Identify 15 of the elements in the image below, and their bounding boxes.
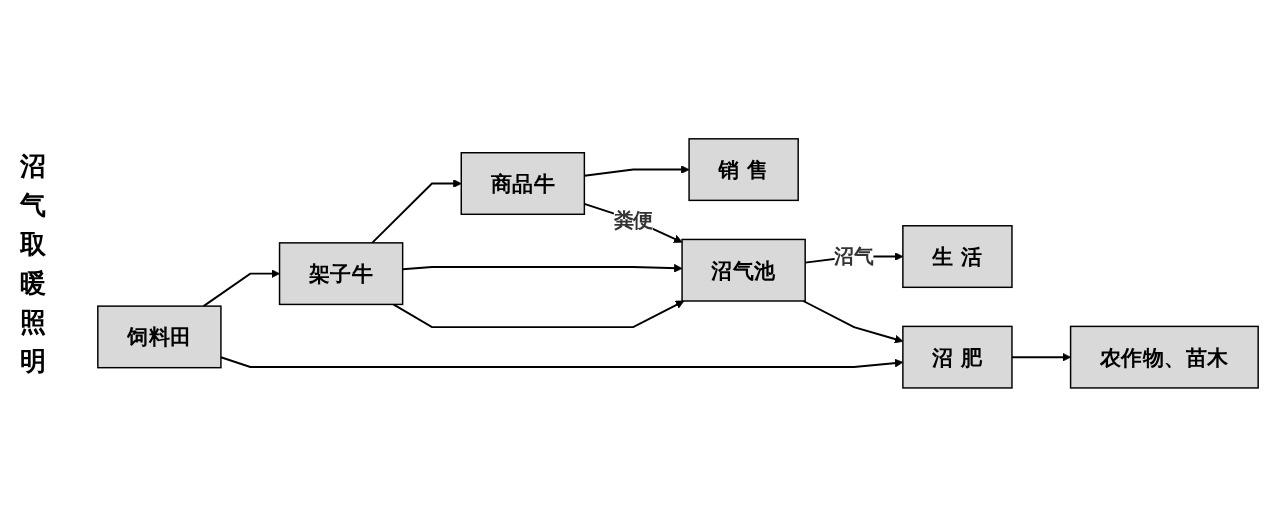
node-box: 商品牛 bbox=[460, 152, 586, 216]
arrow bbox=[202, 269, 280, 308]
vertical-note: 沼气取暖照明 bbox=[20, 149, 46, 378]
edge-label: 粪便 bbox=[613, 208, 653, 232]
arrow bbox=[371, 179, 462, 244]
node-box: 生 活 bbox=[902, 225, 1013, 289]
node-box: 沼 肥 bbox=[902, 325, 1013, 389]
arrow bbox=[1011, 353, 1071, 362]
arrow bbox=[392, 300, 685, 329]
node-box: 沼气池 bbox=[681, 238, 806, 302]
node-box: 架子牛 bbox=[278, 242, 404, 306]
edge-label: 沼气 bbox=[834, 244, 874, 269]
node-box: 销 售 bbox=[688, 138, 799, 202]
node-box: 农作物、苗木 bbox=[1069, 325, 1259, 389]
node-box: 饲料田 bbox=[97, 305, 222, 369]
